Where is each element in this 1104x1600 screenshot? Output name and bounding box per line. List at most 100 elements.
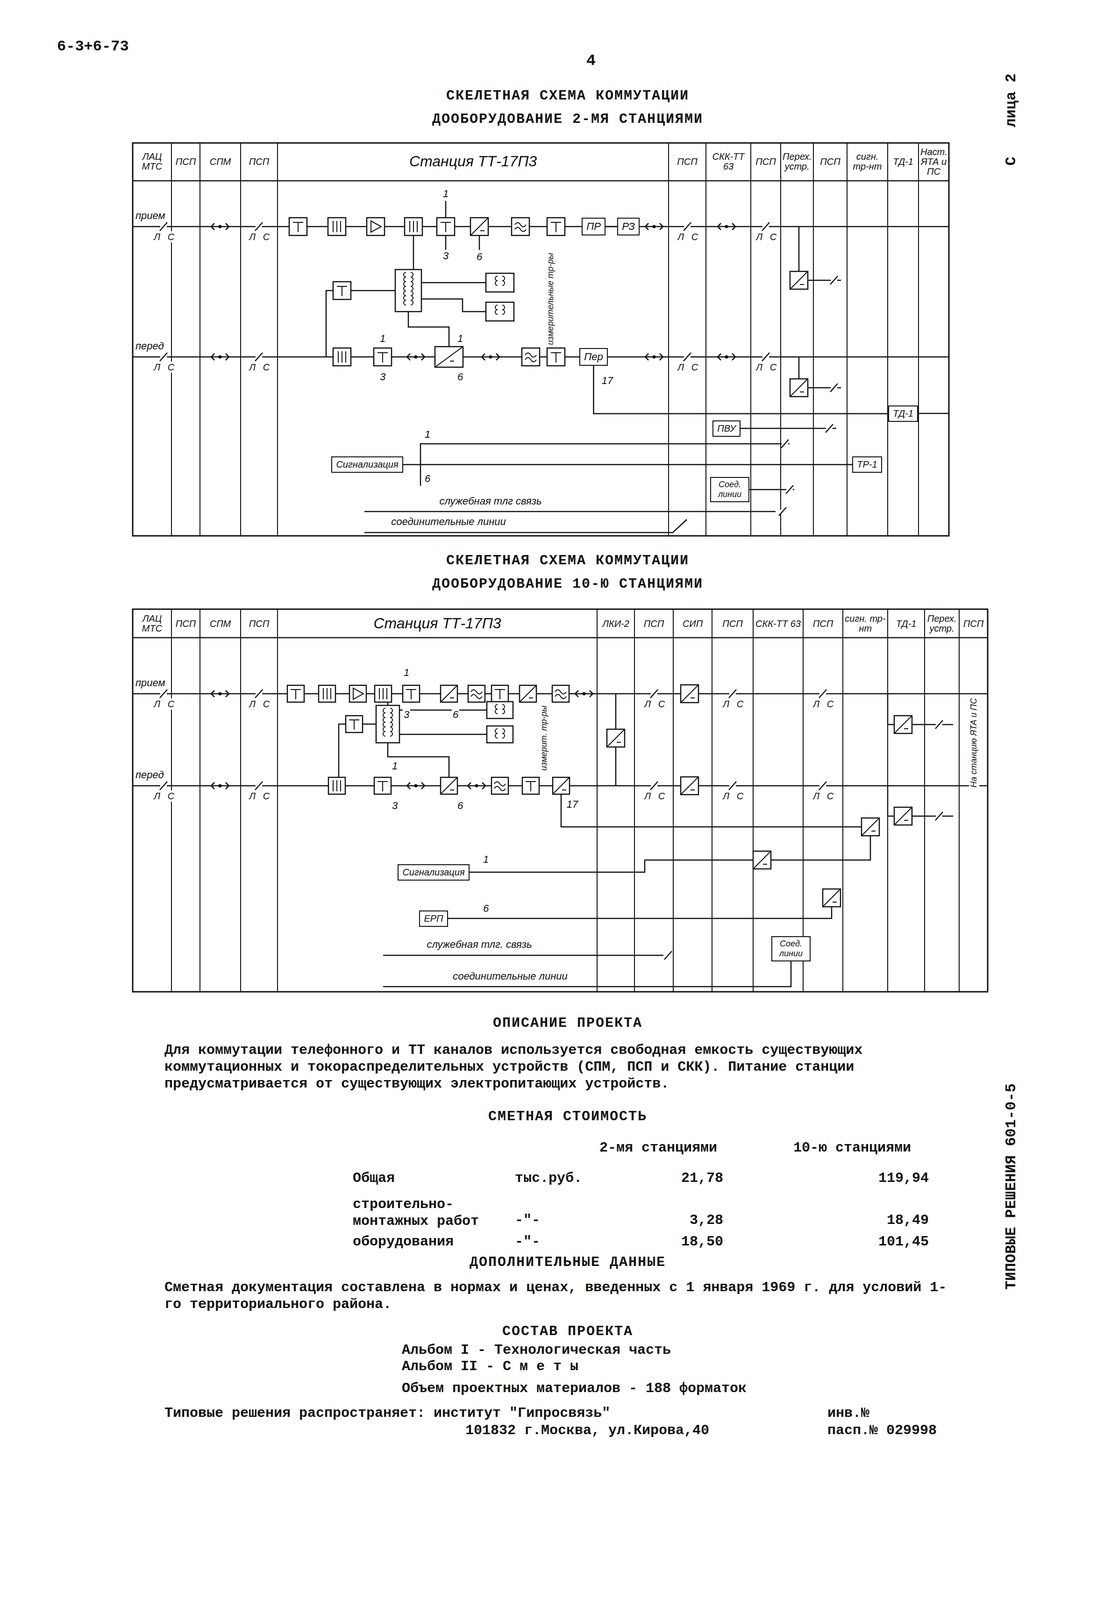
symbol-mark <box>434 346 463 368</box>
symbol-mark <box>383 708 393 737</box>
wire <box>240 609 242 992</box>
box-text: ПР <box>586 220 601 233</box>
switch-symbol <box>255 689 263 699</box>
wire <box>387 742 449 778</box>
symbol-mark <box>403 272 414 306</box>
link-mark <box>467 782 486 790</box>
header-cell: сигн. тр-нт <box>848 151 886 172</box>
callout-number: 1 <box>423 428 432 441</box>
switch-letter: Л <box>152 790 162 802</box>
equipment-symbol <box>402 685 420 703</box>
switch-symbol <box>683 352 691 362</box>
heading: ДООБОРУДОВАНИЕ 2-МЯ СТАНЦИЯМИ <box>431 110 705 128</box>
switch-symbol <box>778 507 787 516</box>
equipment-symbol <box>790 378 808 397</box>
wire <box>240 142 242 536</box>
connector <box>605 226 618 228</box>
symbol-mark <box>894 807 912 826</box>
switch-symbol <box>255 781 263 791</box>
equipment-symbol <box>374 777 392 795</box>
wire <box>420 443 790 465</box>
symbol-mark <box>495 276 505 286</box>
switch-symbol <box>683 222 691 231</box>
equipment-box: Соед. линии <box>771 936 811 962</box>
row-label: перед <box>134 769 165 782</box>
wire <box>170 142 172 536</box>
equipment-symbol <box>822 889 841 907</box>
row-label: прием <box>134 676 167 690</box>
equipment-box: Соед. линии <box>710 477 750 503</box>
wire <box>615 693 617 730</box>
equipment-symbol <box>547 217 565 236</box>
callout-number: 1 <box>441 187 450 200</box>
switch-symbol <box>159 222 168 231</box>
equipment-symbol <box>486 701 513 719</box>
link-mark <box>652 225 656 229</box>
switch-letter: С <box>735 698 745 710</box>
wire <box>433 860 754 873</box>
switch-symbol <box>935 811 943 821</box>
line-label: служебная тлг связь <box>438 495 543 508</box>
table-cell: 3,28 <box>688 1211 725 1229</box>
equipment-symbol <box>485 273 514 293</box>
callout-number: 17 <box>565 798 579 811</box>
switch-letter: С <box>657 790 666 802</box>
equipment-symbol <box>289 217 307 236</box>
switch-letter: Л <box>643 698 652 710</box>
wire <box>351 290 396 292</box>
table-cell: 2-мя станциями <box>598 1139 719 1157</box>
wire <box>750 142 752 536</box>
switch-symbol <box>935 720 943 729</box>
symbol-mark <box>323 688 331 700</box>
table-cell: оборудования <box>351 1233 455 1251</box>
header-cell: СПМ <box>201 156 239 167</box>
switch-letter: Л <box>676 361 685 373</box>
wire <box>383 954 664 957</box>
equipment-symbol <box>753 851 771 869</box>
wire <box>445 200 447 218</box>
header-cell: ПСП <box>804 619 841 629</box>
switch-letter: Л <box>643 790 652 802</box>
switch-letter: С <box>166 361 176 373</box>
wire <box>798 226 800 272</box>
table-cell: 18,50 <box>680 1233 725 1251</box>
equipment-symbol <box>606 729 625 748</box>
header-cell: ПСП <box>961 619 986 629</box>
equipment-symbol <box>491 685 509 703</box>
equipment-symbol <box>345 715 363 733</box>
equipment-symbol <box>680 684 699 703</box>
switch-letter: Л <box>152 361 162 373</box>
wire <box>918 142 919 536</box>
table-cell: тыс.руб. <box>513 1169 584 1187</box>
equipment-box: Сигнализация <box>397 864 470 881</box>
link-mark <box>717 353 736 361</box>
equipment-symbol <box>552 685 570 703</box>
table-cell: Общая <box>351 1169 396 1187</box>
wire <box>887 693 895 725</box>
equipment-symbol <box>333 348 351 366</box>
wire <box>433 906 832 919</box>
callout-number: 6 <box>423 472 432 485</box>
box-text: Сигнализация <box>402 867 465 878</box>
switch-letter: Л <box>248 790 257 802</box>
link-mark <box>575 690 593 698</box>
table-cell: -"- <box>513 1211 542 1229</box>
page-number: 4 <box>585 51 597 71</box>
table-cell: -"- <box>513 1233 542 1251</box>
symbol-mark <box>552 777 570 795</box>
symbol-mark <box>336 286 348 297</box>
table-cell: строительно-монтажных работ <box>351 1196 492 1230</box>
symbol-mark <box>894 715 912 734</box>
wire <box>846 142 848 536</box>
switch-symbol <box>825 424 834 433</box>
equipment-symbol <box>349 685 367 703</box>
switch-symbol <box>664 951 672 960</box>
link-mark <box>211 223 229 230</box>
symbol-mark <box>495 305 505 315</box>
wire <box>887 785 895 817</box>
heading: ДООБОРУДОВАНИЕ 10-Ю СТАНЦИЯМИ <box>431 575 705 593</box>
header-cell: Станция ТТ-17П3 <box>279 615 596 632</box>
wire <box>383 957 791 987</box>
wire <box>672 609 674 992</box>
